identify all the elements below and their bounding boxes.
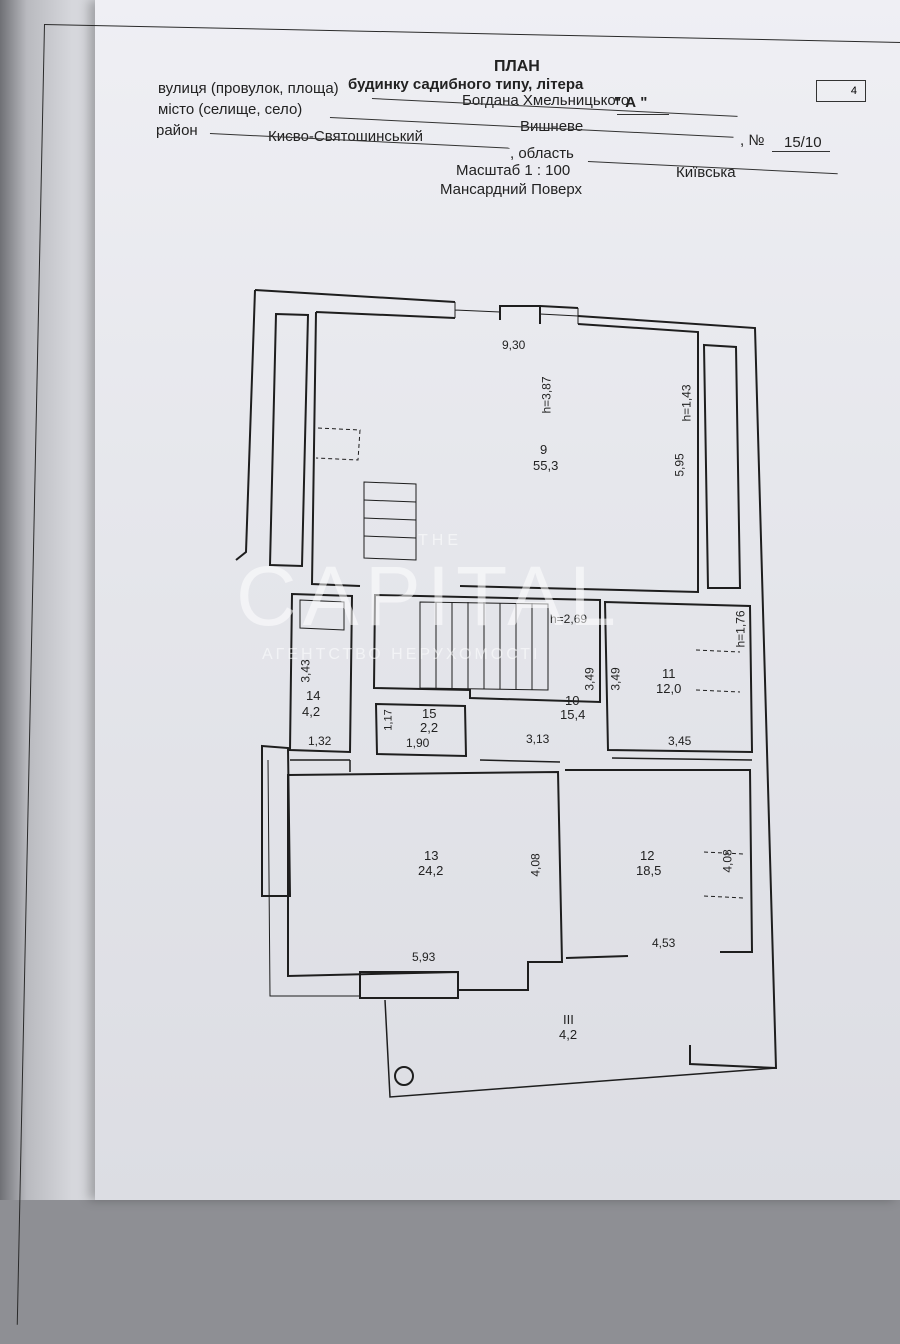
number-value: 15/10 xyxy=(784,134,822,151)
room-10-area: 15,4 xyxy=(560,707,586,722)
plan-subtitle: будинку садибного типу, літера xyxy=(348,76,584,93)
room-13-depth: 4,08 xyxy=(528,853,543,877)
room-10-height: h=2,69 xyxy=(550,612,588,626)
city-label: місто (селище, село) xyxy=(158,101,303,118)
outer-wall-left xyxy=(235,289,256,561)
room-15-width: 1,90 xyxy=(406,736,430,750)
room-11-height: h=1,76 xyxy=(733,610,748,648)
district-label: район xyxy=(156,122,198,139)
room-9-area: 55,3 xyxy=(533,458,559,473)
room-11-width: 3,45 xyxy=(668,734,692,748)
watermark-tagline: АГЕНТСТВО НЕРУХОМОСТІ xyxy=(262,646,541,663)
letter-underline xyxy=(617,114,669,115)
room-12-width: 4,53 xyxy=(652,936,676,950)
watermark-brand: CAPITAL xyxy=(236,549,622,643)
room-12-walls xyxy=(565,769,754,959)
left-railing xyxy=(267,759,360,997)
vent-circle xyxy=(394,1066,414,1086)
window-13 xyxy=(359,971,459,999)
stairs-middle xyxy=(419,601,549,691)
room-13-walls xyxy=(287,770,564,991)
room-14-walls xyxy=(288,592,354,754)
letter-value: " А " xyxy=(614,94,648,111)
room-9-walls xyxy=(310,305,699,594)
window-top xyxy=(454,302,579,324)
room-15-number: 15 xyxy=(422,706,437,721)
room-9-number: 9 xyxy=(540,442,548,457)
room-iii-number: III xyxy=(563,1012,574,1027)
room-11-walls xyxy=(603,600,754,754)
document-sheet xyxy=(95,0,900,1200)
room-10-number: 10 xyxy=(565,693,580,708)
room-14-width: 1,32 xyxy=(308,734,332,748)
street-label: вулиця (провулок, площа) xyxy=(158,80,339,97)
room-iii-area: 4,2 xyxy=(559,1027,578,1042)
room-11-number: 11 xyxy=(662,666,676,681)
room-11-area: 12,0 xyxy=(656,681,682,696)
number-underline xyxy=(772,151,830,152)
oblast-label: , область xyxy=(510,145,574,162)
room-10-walls xyxy=(372,593,601,704)
room-15-area: 2,2 xyxy=(420,720,439,735)
number-label: , № xyxy=(740,132,765,149)
room-9-height-1: h=3,87 xyxy=(539,376,554,414)
room-13-number: 13 xyxy=(424,848,439,863)
room-13-area: 24,2 xyxy=(418,863,444,878)
room-13-width: 5,93 xyxy=(412,950,436,964)
room-12-number: 12 xyxy=(640,848,655,863)
room-15-walls xyxy=(374,702,468,758)
stairs-upper xyxy=(363,481,417,561)
room-12-area: 18,5 xyxy=(636,863,662,878)
page-number: 4 xyxy=(816,80,866,102)
scale-label: Масштаб 1 : 100 xyxy=(456,162,571,179)
room-11-depth: 3,49 xyxy=(608,667,623,691)
room-12-depth: 4,08 xyxy=(720,849,735,873)
watermark-small: THE xyxy=(418,532,462,549)
room-15-depth: 1,17 xyxy=(382,709,395,731)
room-9-height-2: h=1,43 xyxy=(679,384,694,422)
plan-title: ПЛАН xyxy=(494,58,540,75)
room-10-width: 3,13 xyxy=(526,732,550,746)
floor-plan xyxy=(235,289,778,1098)
knee-wall-right xyxy=(702,343,742,589)
room-14-number: 14 xyxy=(306,688,321,703)
left-wall-segment xyxy=(261,744,292,897)
balcony-outline xyxy=(384,999,777,1098)
room-9-depth: 5,95 xyxy=(672,453,687,477)
room-14-area: 4,2 xyxy=(302,704,321,719)
room-9-width: 9,30 xyxy=(502,338,526,352)
knee-wall-left xyxy=(268,312,310,568)
room-10-depth: 3,49 xyxy=(582,667,597,691)
floor-label: Мансардний Поверх xyxy=(440,181,583,198)
city-value: Вишневе xyxy=(520,118,584,135)
